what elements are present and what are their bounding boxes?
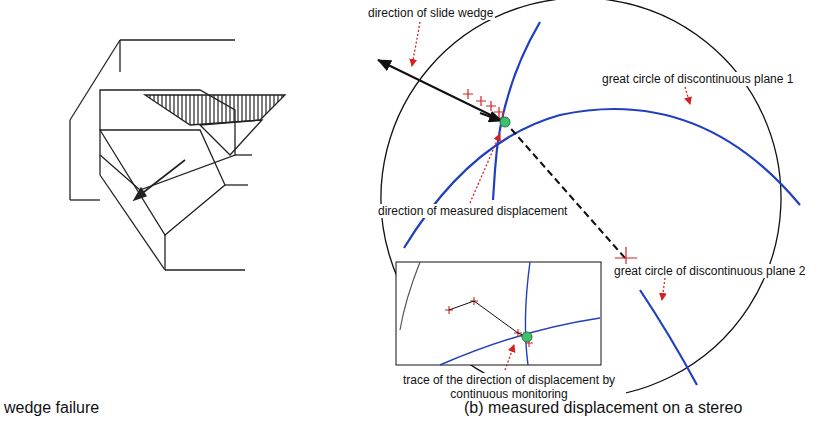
arrow-label: direction of measured displacement [376, 204, 569, 218]
great-circle-label: great circle of discontinuous plane 1 [600, 72, 795, 86]
inset-label: trace of the direction of displacement b… [392, 373, 626, 401]
great-circle-label: great circle of discontinuous plane 2 [612, 264, 807, 278]
wedge-sketch [70, 40, 285, 270]
caption-text: (b) measured displacement on a stereo [462, 399, 744, 417]
caption-text: wedge failure [2, 399, 101, 417]
arrow-label: direction of slide wedge [366, 6, 495, 20]
stereonet [378, 0, 800, 398]
